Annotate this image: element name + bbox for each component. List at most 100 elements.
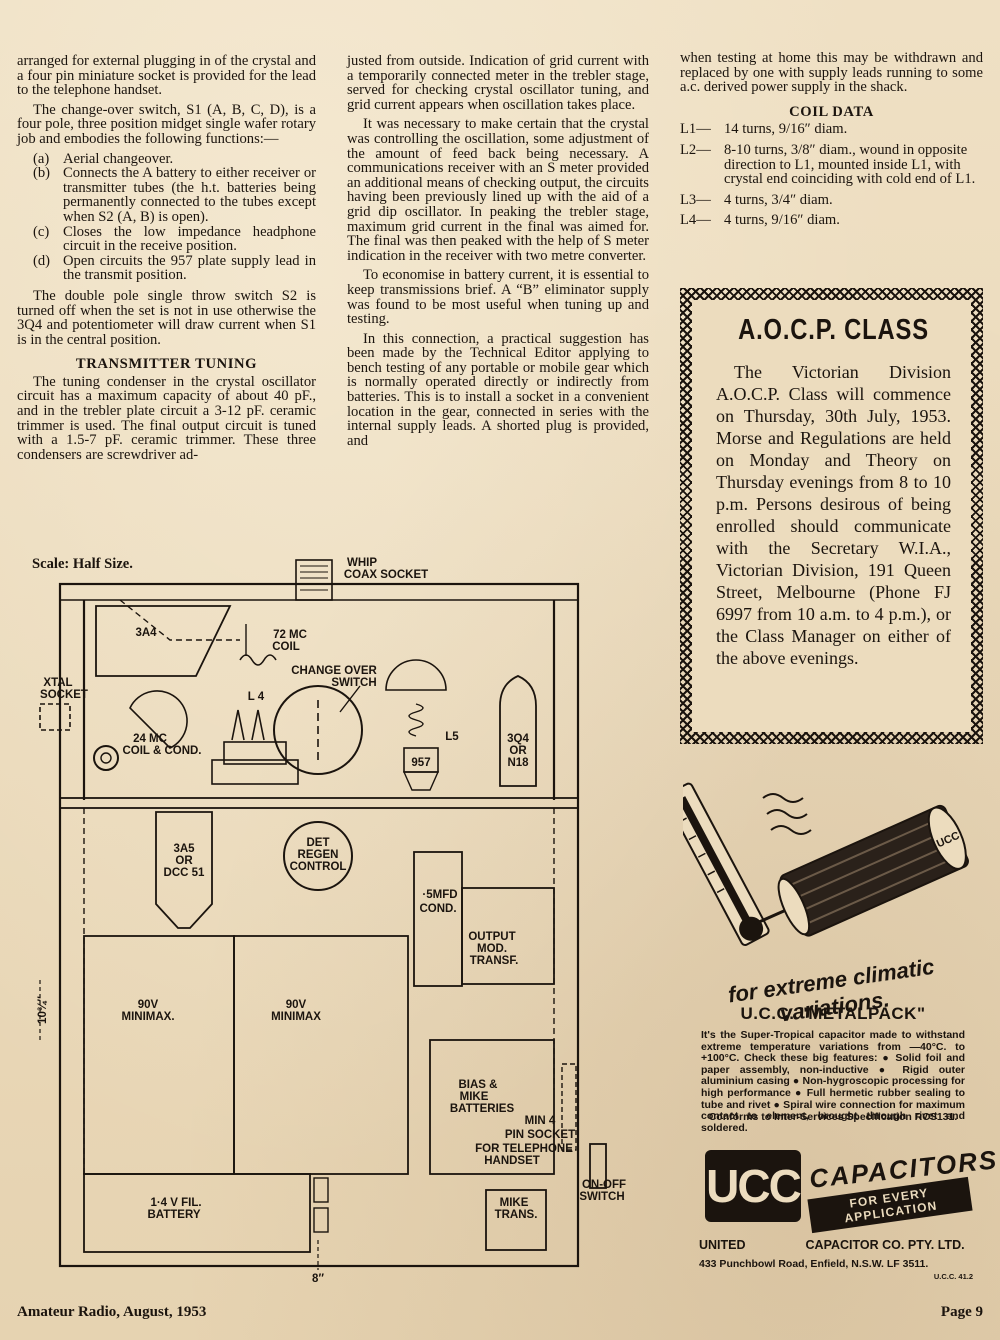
paragraph: The change-over switch, S1 (A, B, C, D),… xyxy=(17,101,316,147)
label-dcc51: DCC 51 xyxy=(164,867,206,879)
paragraph: It was necessary to make certain that th… xyxy=(347,116,649,264)
list-item: (c)Closes the low impedance headphone ci… xyxy=(33,223,316,255)
label-957: 957 xyxy=(411,757,430,769)
coil-l5-icon xyxy=(408,703,424,737)
coil-item: L1—14 turns, 9/16″ diam. xyxy=(680,121,848,138)
label-90v-2: 90V xyxy=(286,999,307,1011)
paragraph: To economise in battery current, it is e… xyxy=(347,267,649,328)
change-over-switch-icon xyxy=(273,685,363,775)
xtal-socket-icon xyxy=(39,703,71,731)
label-minimax-2: MINIMAX xyxy=(271,1011,321,1023)
label-mike: MIKE xyxy=(460,1091,489,1103)
thermometer-icon xyxy=(683,782,770,946)
footer-publication: Amateur Radio, August, 1953 xyxy=(17,1304,207,1320)
label-change-over: CHANGE OVER xyxy=(291,665,377,677)
ad-description: It's the Super-Tropical capacitor made t… xyxy=(701,1029,965,1134)
label-72mc-coil: COIL xyxy=(272,641,299,653)
label-cond: COND. xyxy=(419,903,456,915)
condenser-5mfd-icon xyxy=(413,851,463,987)
tuning-condenser-icon xyxy=(129,690,188,749)
label-24mc: 24 MC xyxy=(133,733,167,745)
chassis-shelf xyxy=(59,797,579,809)
battery-90v-1-icon xyxy=(83,935,235,1175)
aocp-notice-inner: A.O.C.P. CLASS The Victorian Division A.… xyxy=(692,300,971,732)
label-transf: TRANSF. xyxy=(470,955,519,967)
coupling-block-icon xyxy=(223,741,287,765)
label-switch: SWITCH xyxy=(331,677,376,689)
label-coax: COAX SOCKET xyxy=(344,569,428,581)
trimmer-condenser-icon xyxy=(385,659,447,691)
list-item: (a)Aerial changeover. xyxy=(33,150,174,167)
bias-batteries-icon xyxy=(429,1039,555,1175)
coil-item: L3—4 turns, 3/4″ diam. xyxy=(680,191,833,208)
min-4-pin-socket-icon xyxy=(561,1063,577,1151)
label-for-telephone: FOR TELEPHONE xyxy=(475,1143,573,1155)
label-on-off: ON-OFF xyxy=(582,1179,626,1191)
whip-socket-icon xyxy=(295,559,333,601)
label-72mc: 72 MC xyxy=(273,629,307,641)
label-batteries: BATTERIES xyxy=(450,1103,515,1115)
aocp-notice-box: A.O.C.P. CLASS The Victorian Division A.… xyxy=(680,288,983,744)
paragraph: In this connection, a practical suggesti… xyxy=(347,330,649,449)
label-3q4: 3Q4 xyxy=(507,733,529,745)
filament-battery-icon xyxy=(83,1173,311,1253)
heat-waves-icon xyxy=(762,793,812,835)
tube-3q4-icon xyxy=(499,675,537,787)
label-dim-width: 8″ xyxy=(312,1273,324,1285)
text-column-2: justed from outside. Indication of grid … xyxy=(347,54,649,453)
on-off-switch-icon xyxy=(589,1143,607,1189)
coil-l4-icon xyxy=(231,709,265,741)
ad-address: 433 Punchbowl Road, Enfield, N.S.W. LF 3… xyxy=(699,1258,929,1270)
layout-diagram: WHIP COAX SOCKET 3A4 72 MC COIL XTAL SOC… xyxy=(37,557,626,1285)
det-regen-control-icon xyxy=(283,821,353,891)
aocp-body: The Victorian Division A.O.C.P. Class wi… xyxy=(716,362,951,668)
label-fil: 1·4 V FIL. xyxy=(150,1197,201,1209)
label-on-off-switch: SWITCH xyxy=(579,1191,624,1203)
label-3a5-or: OR xyxy=(175,855,193,867)
label-whip: WHIP xyxy=(347,557,377,569)
list-item: (d)Open circuits the 957 plate supply le… xyxy=(33,252,316,284)
label-3a5: 3A5 xyxy=(173,843,195,855)
label-3q4-or: OR xyxy=(509,745,527,757)
tube-3a5-icon xyxy=(155,811,213,929)
label-3a4: 3A4 xyxy=(135,627,157,639)
label-pin-socket: PIN SOCKET xyxy=(505,1129,575,1141)
coil-24mc-icon xyxy=(93,745,119,771)
label-mike-trans: MIKE xyxy=(500,1197,529,1209)
text-column-3: when testing at home this may be withdra… xyxy=(680,51,983,234)
label-5mfd: ·5MFD xyxy=(422,889,457,901)
label-90v-1: 90V xyxy=(138,999,159,1011)
label-xtal-socket: SOCKET xyxy=(40,689,88,701)
diagram-labels: WHIP COAX SOCKET 3A4 72 MC COIL XTAL SOC… xyxy=(37,557,626,1285)
mike-transformer-icon xyxy=(485,1189,547,1251)
coil-item: L4—4 turns, 9/16″ diam. xyxy=(680,212,840,229)
label-24mc-coil: COIL & COND. xyxy=(122,745,201,757)
paragraph: when testing at home this may be withdra… xyxy=(680,50,983,96)
coil-item: L2—8-10 turns, 3/8″ diam., wound in oppo… xyxy=(680,141,976,188)
label-dim-height: 10¾″ xyxy=(37,996,49,1024)
ucc-advertisement: UCC for extreme climatic variations. U.C… xyxy=(683,768,999,1281)
tube-3a4-icon xyxy=(95,605,232,677)
label-minimax-1: MINIMAX. xyxy=(121,1011,174,1023)
paragraph: arranged for external plugging in of the… xyxy=(17,53,316,99)
label-bias: BIAS & xyxy=(459,1079,498,1091)
label-trans: TRANS. xyxy=(495,1209,538,1221)
ucc-logo: UCC xyxy=(705,1150,802,1222)
label-n18: N18 xyxy=(507,757,529,769)
label-xtal: XTAL xyxy=(43,677,72,689)
label-l4: L 4 xyxy=(248,691,265,703)
capacitor-can-icon: UCC xyxy=(754,804,969,937)
list-item: (b)Connects the A battery to either rece… xyxy=(33,165,316,225)
coil-data-heading: COIL DATA xyxy=(789,103,874,120)
text-column-1: arranged for external plugging in of the… xyxy=(17,54,316,467)
battery-90v-2-icon xyxy=(233,935,409,1175)
paragraph: The double pole single throw switch S2 i… xyxy=(17,287,316,348)
ad-specification: Conforms to Inter-Services Specification… xyxy=(708,1111,958,1123)
function-list: (a)Aerial changeover. (b)Connects the A … xyxy=(17,150,316,284)
coil-72mc-icon xyxy=(239,654,277,666)
capacitor-illustration: UCC xyxy=(683,782,969,946)
section-heading: TRANSMITTER TUNING xyxy=(75,356,258,373)
label-handset: HANDSET xyxy=(484,1155,540,1167)
label-regen: REGEN xyxy=(298,849,339,861)
